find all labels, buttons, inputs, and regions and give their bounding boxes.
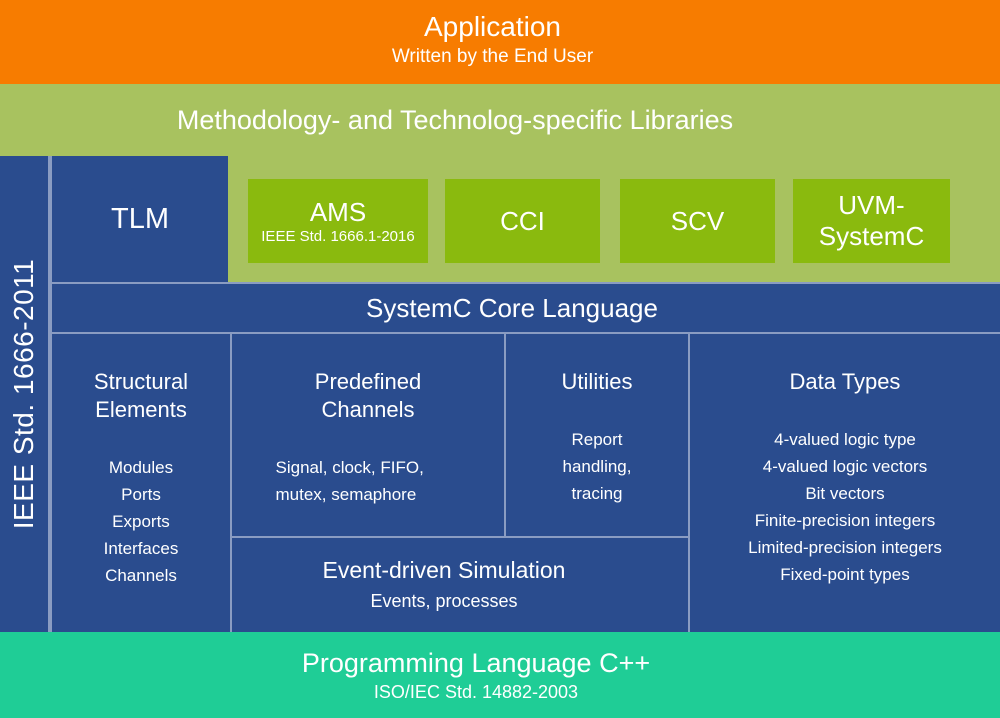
event-driven-simulation-title: Event-driven Simulation	[322, 557, 566, 583]
application-layer: Application Written by the End User	[0, 0, 1000, 84]
structural-elements-section: Structural Elements Modules Ports Export…	[52, 334, 230, 632]
utilities-title: Utilities	[561, 369, 633, 394]
core-language-label: SystemC Core Language	[366, 292, 658, 323]
ieee-std-strip: IEEE Std. 1666-2011	[0, 156, 48, 632]
core-language-grid: SystemC Core Language Structural Element…	[48, 282, 1000, 632]
core-language-bar: SystemC Core Language	[52, 284, 1000, 332]
uvm-systemc-box: UVM-SystemC	[793, 179, 950, 263]
application-subtitle: Written by the End User	[391, 46, 594, 67]
event-driven-simulation-subtitle: Events, processes	[370, 591, 518, 611]
data-types-title: Data Types	[789, 369, 901, 394]
list-item: Modules	[108, 458, 174, 477]
list-item: Interfaces	[103, 539, 179, 558]
list-item: 4-valued logic vectors	[762, 457, 928, 476]
list-item: Exports	[112, 512, 170, 531]
scv-box: SCV	[620, 179, 775, 263]
utilities-body: Report handling, tracing	[562, 430, 632, 503]
list-item: 4-valued logic type	[774, 430, 916, 449]
structural-elements-title: Structural Elements	[93, 369, 189, 422]
strip-divider	[48, 156, 52, 282]
ams-label: AMS	[309, 196, 367, 227]
cpp-standard-subtitle: ISO/IEC Std. 14882-2003	[373, 682, 579, 702]
cci-label: CCI	[500, 205, 545, 236]
uvm-systemc-label: UVM-SystemC	[818, 190, 925, 251]
list-item: Ports	[121, 485, 161, 504]
data-types-list: 4-valued logic type 4-valued logic vecto…	[690, 426, 1000, 588]
cpp-layer: Programming Language C++ ISO/IEC Std. 14…	[0, 632, 1000, 718]
event-driven-simulation-section: Event-driven Simulation Events, processe…	[232, 538, 688, 632]
scv-label: SCV	[670, 205, 725, 236]
ieee-std-label: IEEE Std. 1666-2011	[8, 258, 39, 530]
tlm-label: TLM	[111, 202, 169, 235]
list-item: Bit vectors	[805, 484, 885, 503]
list-item: Finite-precision integers	[754, 511, 936, 530]
ams-box: AMS IEEE Std. 1666.1-2016	[248, 179, 428, 263]
cci-box: CCI	[445, 179, 600, 263]
predefined-channels-body: Signal, clock, FIFO, mutex, semaphore	[275, 458, 424, 504]
cpp-title: Programming Language C++	[301, 648, 651, 678]
structural-elements-list: Modules Ports Exports Interfaces Channel…	[52, 454, 230, 589]
application-title: Application	[424, 11, 561, 42]
data-types-section: Data Types 4-valued logic type 4-valued …	[690, 334, 1000, 632]
predefined-channels-title: Predefined Channels	[314, 369, 422, 422]
ams-standard-label: IEEE Std. 1666.1-2016	[261, 227, 415, 245]
list-item: Fixed-point types	[780, 565, 910, 584]
utilities-section: Utilities Report handling, tracing	[506, 334, 688, 536]
list-item: Limited-precision integers	[748, 538, 942, 557]
predefined-channels-section: Predefined Channels Signal, clock, FIFO,…	[232, 334, 504, 536]
tlm-box: TLM	[52, 156, 228, 282]
list-item: Channels	[105, 566, 177, 585]
libraries-title: Methodology- and Technolog-specific Libr…	[176, 105, 734, 135]
